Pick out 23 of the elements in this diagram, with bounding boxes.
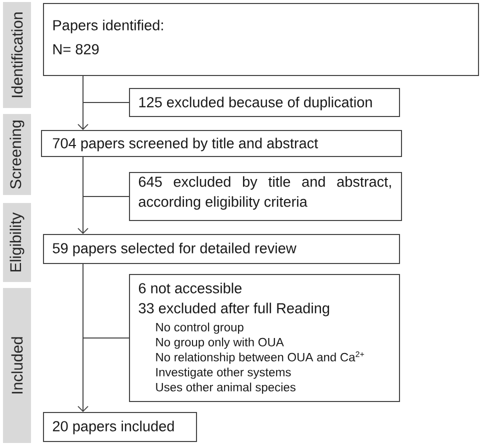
reason-item: No relationship between OUA and Ca$^{2+}$ [156, 351, 364, 364]
stage-band: Screening [3, 114, 31, 195]
exclusion-count: 33 excluded after full Reading [138, 302, 330, 316]
process-box: 20 papers included [43, 412, 197, 442]
count-text: N= 829 [53, 44, 99, 54]
stage-band: Identification [3, 2, 31, 108]
exclusion-count: 6 not accessible [138, 282, 242, 294]
connector-line [82, 156, 130, 197]
stage-band: Eligibility [3, 203, 31, 282]
reason-item: No control group [156, 322, 244, 334]
process-box: 125 excluded because of duplication [129, 88, 400, 117]
process-box [43, 3, 479, 76]
reason-item: Uses other animal species [156, 382, 296, 394]
reason-item: Investigate other systems [156, 368, 291, 379]
process-box: 704 papers screened by title and abstract [41, 130, 402, 157]
box-heading: Papers identified: [53, 20, 163, 34]
connector-line [82, 264, 130, 338]
exclusion-box [129, 274, 400, 402]
process-box: 645 excluded by title and abstract, according eligibility criteria [129, 172, 402, 221]
process-box: 59 papers selected for detailed review [43, 234, 400, 264]
stage-band: Included [3, 288, 31, 443]
reason-item: No group only with OUA [156, 338, 284, 349]
connector-line [82, 76, 130, 103]
